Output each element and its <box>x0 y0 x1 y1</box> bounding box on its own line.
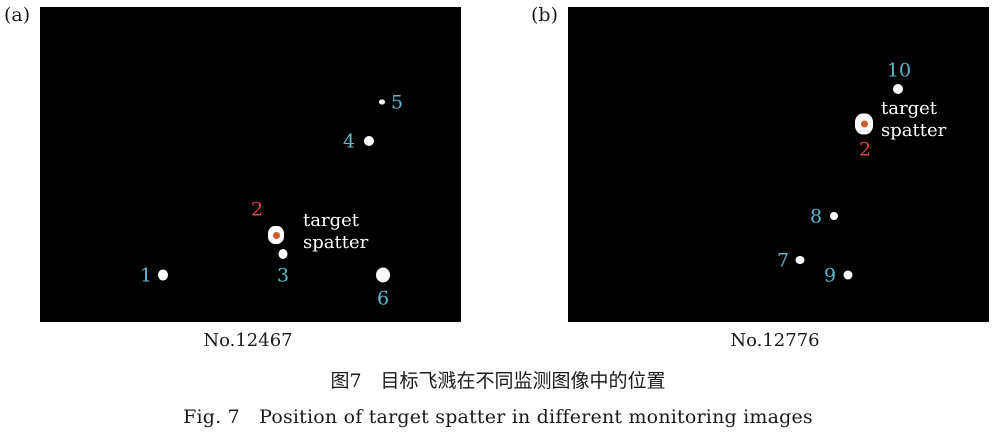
spatter-label-6: 6 <box>376 287 390 310</box>
target-spatter-label: target spatter <box>881 98 946 142</box>
spatter-label-10: 10 <box>886 59 912 82</box>
spatter-label-2: 2 <box>858 138 872 161</box>
spatter-spot-4 <box>364 136 374 146</box>
spatter-label-2: 2 <box>250 198 264 221</box>
target-spatter-spot <box>855 113 873 135</box>
spatter-spot-10 <box>893 84 903 94</box>
figure-caption-zh: 图7 目标飞溅在不同监测图像中的位置 <box>330 370 666 392</box>
target-spatter-spot <box>268 226 284 244</box>
spatter-label-7: 7 <box>776 249 790 272</box>
spatter-label-3: 3 <box>276 264 290 287</box>
spatter-spot-6 <box>376 267 390 283</box>
panel-letter-b: (b) <box>531 4 558 26</box>
target-spatter-label: target spatter <box>303 210 368 254</box>
target-spatter-core <box>860 120 868 128</box>
spatter-spot-9 <box>843 270 853 280</box>
target-spatter-core <box>272 231 280 239</box>
spatter-label-1: 1 <box>139 264 153 287</box>
target-label-line-2: spatter <box>881 120 947 141</box>
spatter-spot-3 <box>278 249 288 259</box>
spatter-spot-1 <box>158 269 168 281</box>
panel-caption-b: No.12776 <box>730 330 820 351</box>
spatter-spot-8 <box>830 212 838 220</box>
panel-caption-a: No.12467 <box>203 330 293 351</box>
monitoring-image-a: 1 2 target spatter 3 4 5 6 <box>40 7 461 322</box>
spatter-spot-5 <box>379 99 385 105</box>
target-label-line-1: target <box>881 98 937 119</box>
spatter-label-4: 4 <box>342 130 356 153</box>
spatter-spot-7 <box>795 256 805 264</box>
target-label-line-2: spatter <box>303 232 369 253</box>
panel-letter-a: (a) <box>4 4 31 26</box>
figure-caption-en: Fig. 7 Position of target spatter in dif… <box>183 406 813 428</box>
spatter-label-5: 5 <box>390 91 404 114</box>
target-label-line-1: target <box>303 210 359 231</box>
monitoring-image-b: 10 2 target spatter 8 7 9 <box>568 7 989 322</box>
spatter-label-9: 9 <box>823 264 837 287</box>
spatter-label-8: 8 <box>809 205 823 228</box>
